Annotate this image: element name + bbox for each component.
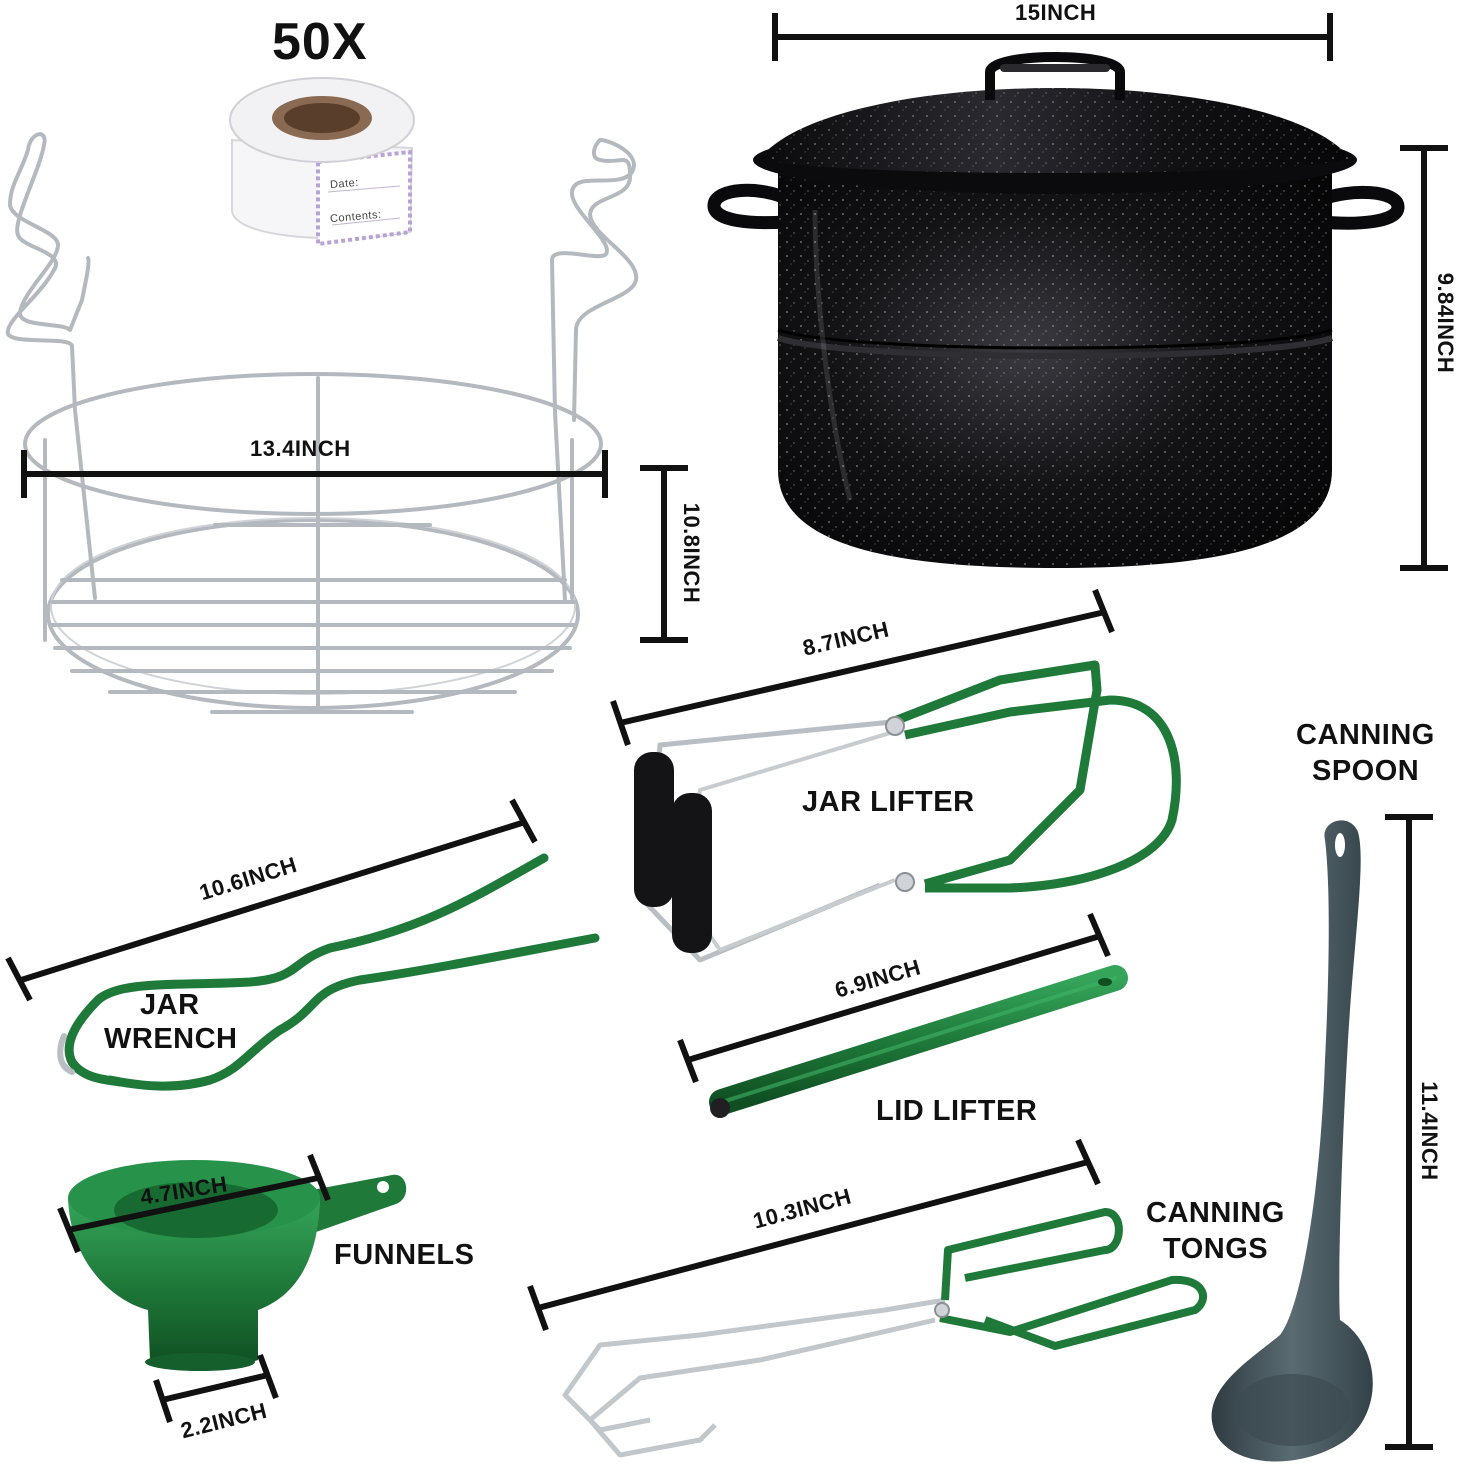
spoon-name-line1: CANNING (1296, 719, 1435, 751)
label-count: 50X (272, 13, 368, 71)
lid-lifter (709, 965, 1128, 1118)
funnel-name: FUNNELS (334, 1239, 475, 1271)
spoon-name-line2: SPOON (1312, 755, 1420, 787)
label-roll (229, 77, 415, 247)
stock-pot (707, 52, 1405, 568)
canning-spoon (1211, 820, 1373, 1462)
measurement-lines (5, 13, 1448, 1450)
pot-width-label: 15INCH (1015, 0, 1097, 25)
pot-height-label: 9.84INCH (1433, 272, 1458, 374)
rack-height-label: 10.8INCH (679, 502, 704, 604)
spoon-length-label: 11.4INCH (1417, 1081, 1442, 1181)
jar-wrench (57, 853, 600, 1091)
lid-lifter-name: LID LIFTER (876, 1095, 1038, 1127)
tongs-name-line2: TONGS (1163, 1233, 1269, 1265)
canning-rack (5, 132, 639, 714)
jar-wrench-name-line2: WRENCH (104, 1023, 238, 1055)
jar-wrench-name-line1: JAR (140, 989, 200, 1021)
canning-tongs (562, 1208, 1208, 1458)
tongs-name-line1: CANNING (1146, 1197, 1285, 1229)
label-roll-date: Date: (329, 176, 360, 192)
jar-lifter (634, 660, 1181, 963)
rack-width-label: 13.4INCH (250, 436, 351, 461)
jar-lifter-name: JAR LIFTER (802, 786, 975, 818)
